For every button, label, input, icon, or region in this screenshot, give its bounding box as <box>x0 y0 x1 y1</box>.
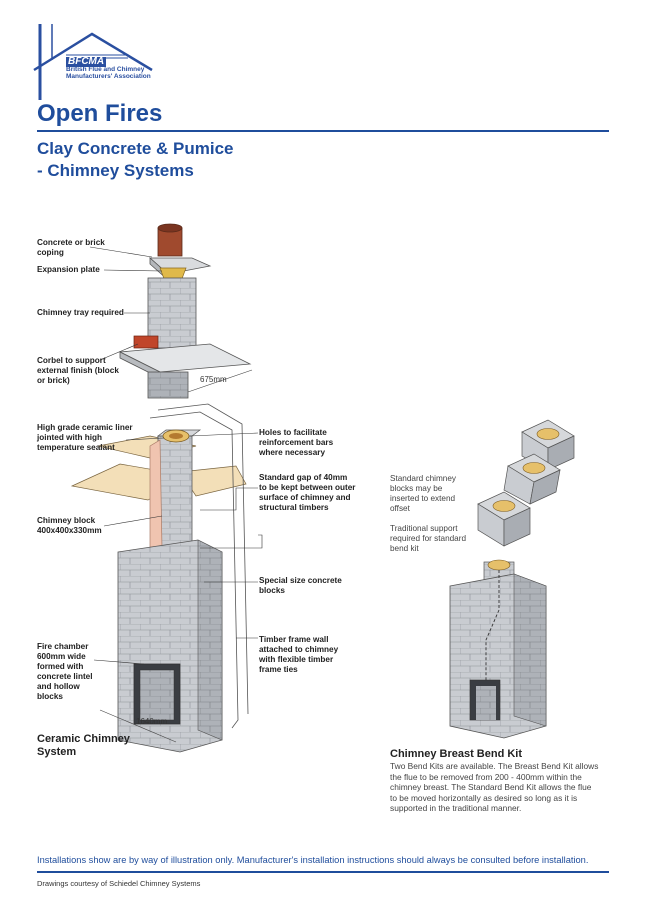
bend-flue-path <box>485 570 500 680</box>
label-corbel: Corbel to support external finish (block… <box>37 356 119 385</box>
footer-rule <box>37 871 609 873</box>
label-traditional-support: Traditional support required for standar… <box>390 524 467 553</box>
label-timber-frame: Timber frame wall attached to chimney wi… <box>259 635 339 674</box>
subtitle-line-2: - Chimney Systems <box>37 161 194 180</box>
dimension-line-675 <box>187 369 253 393</box>
label-holes: Holes to facilitate reinforcement bars w… <box>259 428 334 457</box>
bend-block-2 <box>503 453 561 505</box>
label-coping: Concrete or brick coping <box>37 238 105 257</box>
logo-abbreviation: BFCMA <box>66 56 107 67</box>
caption-bend-kit-title: Chimney Breast Bend Kit <box>390 748 523 760</box>
label-standard-gap: Standard gap of 40mm to be kept between … <box>259 473 356 512</box>
subtitle-line-1: Clay Concrete & Pumice <box>37 139 234 158</box>
page-subtitle: Clay Concrete & Pumice - Chimney Systems <box>37 138 437 182</box>
timber-frame-wall <box>149 411 239 729</box>
page-title: Open Fires <box>37 100 163 127</box>
ceramic-chimney-diagram <box>70 403 263 753</box>
ceramic-liner <box>149 439 163 559</box>
label-standard-blocks: Standard chimney blocks may be inserted … <box>390 474 456 513</box>
chimney-block-column <box>157 435 193 547</box>
credit-line: Drawings courtesy of Schiedel Chimney Sy… <box>37 879 201 888</box>
title-rule <box>37 130 609 132</box>
caption-bend-kit-body: Two Bend Kits are available. The Breast … <box>390 761 599 813</box>
dimension-1640: 1640mm <box>136 717 168 726</box>
label-chimney-block: Chimney block 400x400x330mm <box>37 516 102 535</box>
label-special-blocks: Special size concrete blocks <box>259 576 342 595</box>
caption-ceramic-system: Ceramic Chimney System <box>37 733 130 758</box>
label-expansion-plate: Expansion plate <box>37 265 100 274</box>
label-ceramic-liner: High grade ceramic liner jointed with hi… <box>37 423 133 452</box>
disclaimer: Installations show are by way of illustr… <box>37 855 589 865</box>
dimension-675: 675mm <box>200 375 227 384</box>
flue-pot <box>157 227 183 257</box>
bend-block-3 <box>477 491 531 547</box>
corbel-bricks <box>133 335 159 349</box>
label-fire-chamber: Fire chamber 600mm wide formed with conc… <box>37 642 93 701</box>
dimension-line-1640 <box>99 709 177 743</box>
bend-kit-diagram <box>449 419 575 739</box>
logo-full-name: British Flue and Chimney Manufacturers' … <box>66 66 151 80</box>
top-chimney-diagram <box>89 223 253 399</box>
label-chimney-tray: Chimney tray required <box>37 308 124 317</box>
